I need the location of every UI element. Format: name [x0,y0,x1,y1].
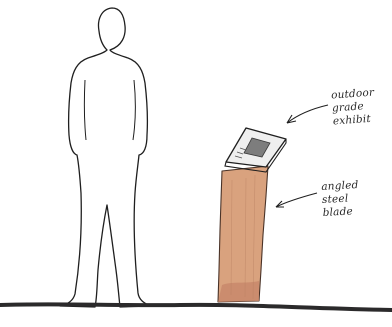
annotation-line: blade [322,205,360,220]
ground-line [0,304,392,310]
steel-blade [218,166,268,302]
arrow-to-exhibit-head [287,115,296,123]
annotation-outdoor-grade-exhibit: outdoor grade exhibit [331,87,377,129]
arrow-to-blade [276,193,317,207]
annotation-line: angled [321,179,359,194]
arrow-to-exhibit [287,105,328,123]
annotation-angled-steel-blade: angled steel blade [321,179,360,220]
human-figure [60,8,150,307]
